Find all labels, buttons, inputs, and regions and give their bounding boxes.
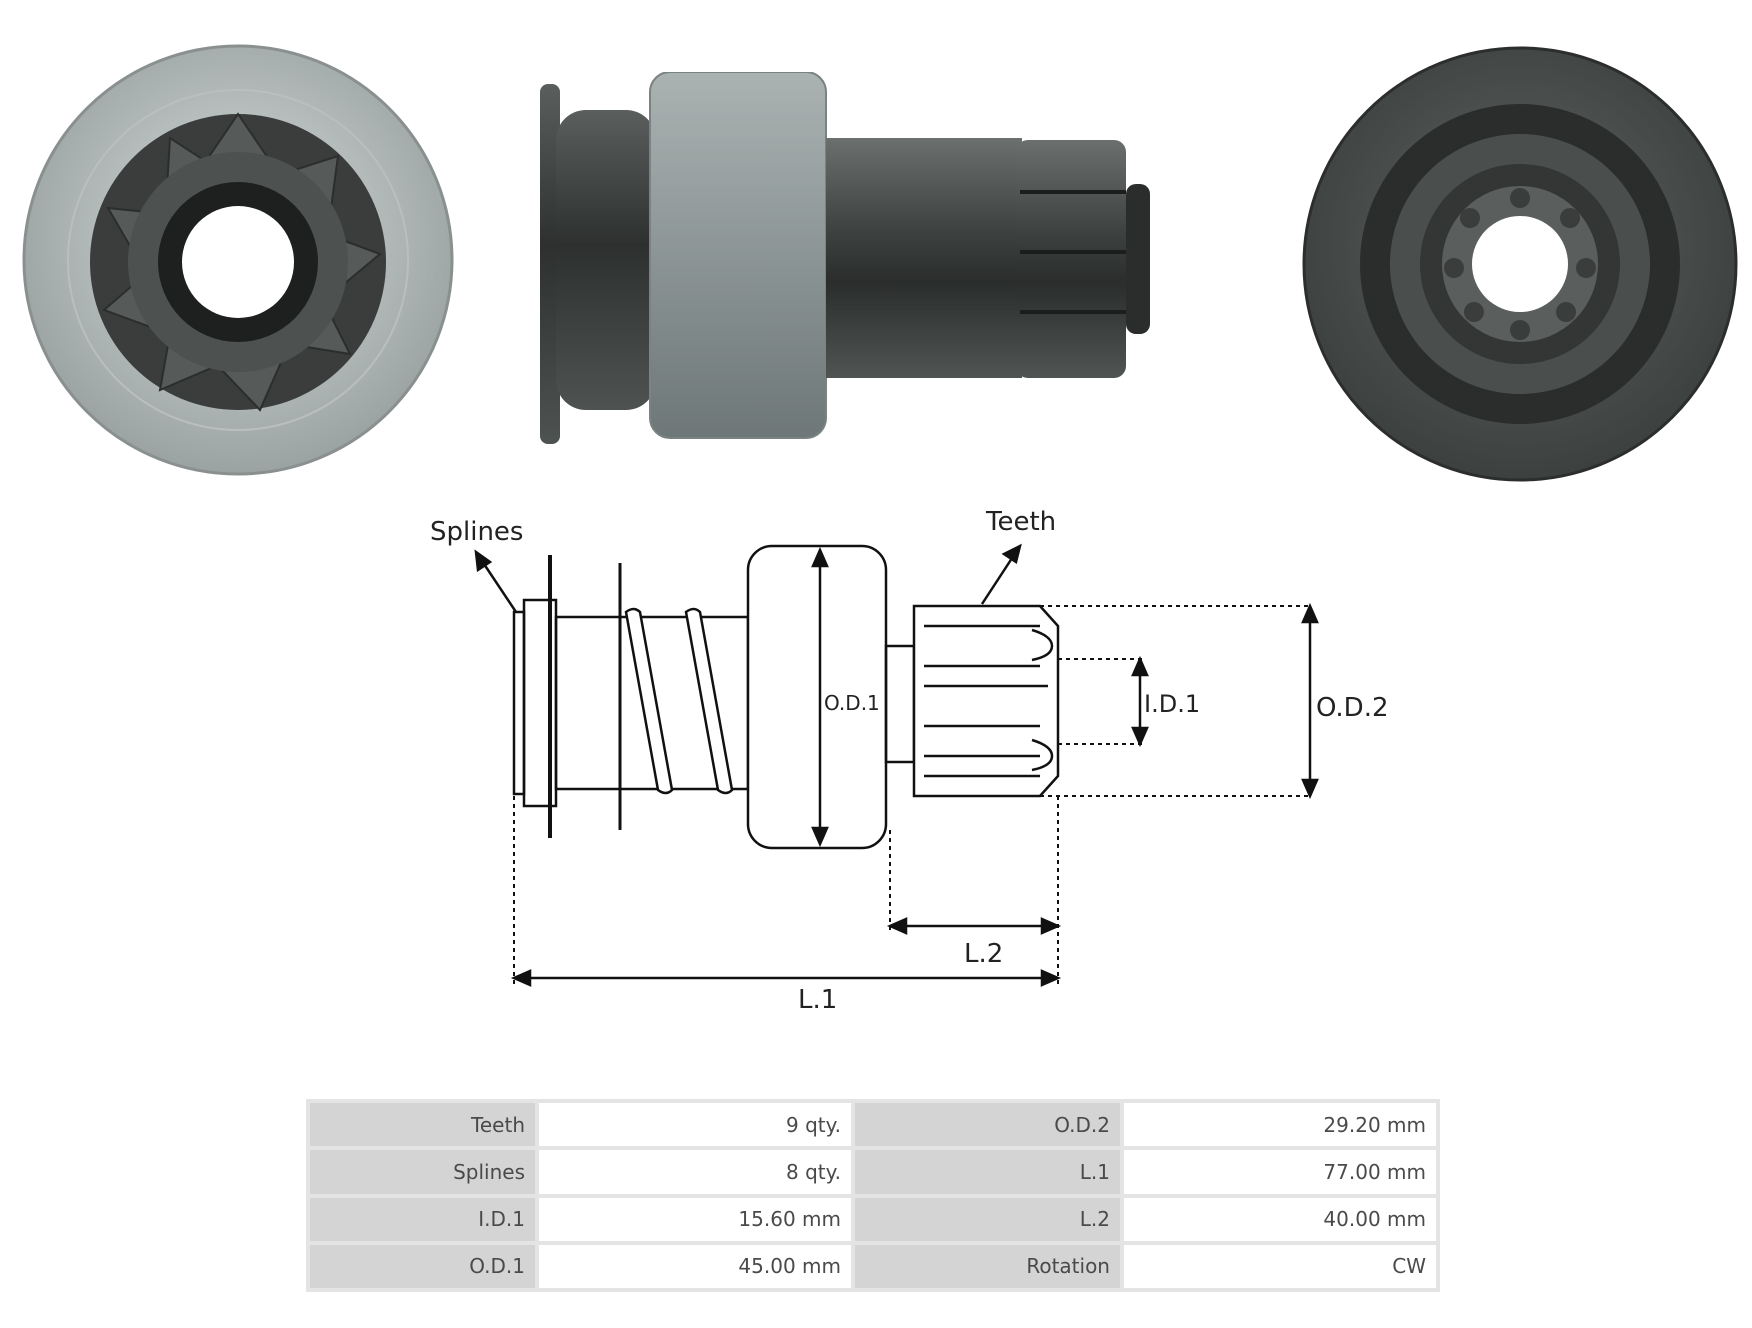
spec-key: O.D.2 [855, 1103, 1120, 1147]
splines-label: Splines [430, 517, 523, 547]
table-row: Teeth 9 qty. O.D.2 29.20 mm [310, 1103, 1436, 1147]
table-row: O.D.1 45.00 mm Rotation CW [310, 1244, 1436, 1288]
spec-value: 29.20 mm [1124, 1103, 1436, 1147]
spline-end [512, 610, 526, 796]
l2-label: L.2 [964, 939, 1003, 969]
spec-key: I.D.1 [310, 1197, 535, 1241]
spec-value: 9 qty. [539, 1103, 851, 1147]
spec-value: 15.60 mm [539, 1197, 851, 1241]
side-view-photo [540, 72, 1150, 444]
dimension-diagram: Splines Teeth O.D.1 I.D.1 O.D.2 L.2 L.1 [430, 507, 1389, 1015]
l1-label: L.1 [798, 985, 837, 1015]
rear-view-photo [1302, 46, 1738, 482]
specifications-table: Teeth 9 qty. O.D.2 29.20 mm Splines 8 qt… [306, 1099, 1440, 1292]
spec-key: O.D.1 [310, 1244, 535, 1288]
teeth-label: Teeth [985, 507, 1056, 537]
spec-key: Rotation [855, 1244, 1120, 1288]
spec-key: Teeth [310, 1103, 535, 1147]
od2-label: O.D.2 [1316, 693, 1389, 723]
id1-label: I.D.1 [1144, 690, 1200, 718]
od1-label: O.D.1 [824, 691, 880, 715]
spec-value: CW [1124, 1244, 1436, 1288]
spec-key: L.1 [855, 1150, 1120, 1194]
spec-value: 8 qty. [539, 1150, 851, 1194]
spec-key: Splines [310, 1150, 535, 1194]
front-view-photo [22, 44, 454, 476]
table-row: I.D.1 15.60 mm L.2 40.00 mm [310, 1197, 1436, 1241]
spec-value: 45.00 mm [539, 1244, 851, 1288]
spec-value: 77.00 mm [1124, 1150, 1436, 1194]
table-row: Splines 8 qty. L.1 77.00 mm [310, 1150, 1436, 1194]
spec-value: 40.00 mm [1124, 1197, 1436, 1241]
spec-key: L.2 [855, 1197, 1120, 1241]
